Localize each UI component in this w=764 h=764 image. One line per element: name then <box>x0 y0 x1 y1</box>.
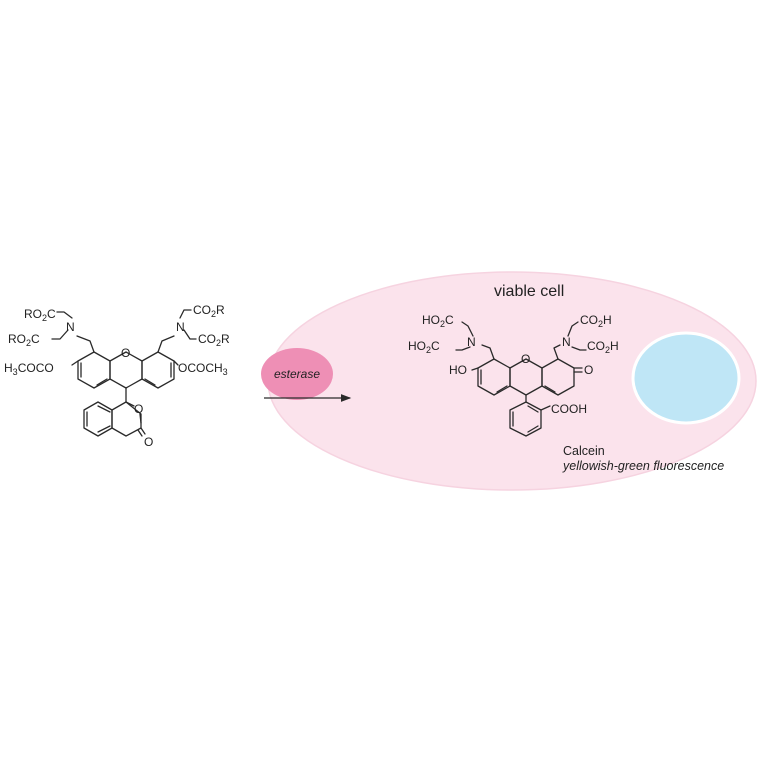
ro2c-upper-group: RO2C <box>24 307 56 323</box>
ro2c-lower-group: RO2C <box>8 332 40 348</box>
co2h-upper-group: CO2H <box>580 313 612 329</box>
product-structure: HO2C HO2C N CO2H CO2H N HO O O COOH <box>408 313 619 437</box>
keto-oxygen: O <box>584 363 593 377</box>
co2h-lower-group: CO2H <box>587 339 619 355</box>
hydroxy-group: HO <box>449 363 467 377</box>
right-nitrogen: N <box>176 320 185 334</box>
product-name: Calcein <box>563 444 605 458</box>
lactone-oxygen: O <box>134 402 143 416</box>
ho2c-lower-group: HO2C <box>408 339 440 355</box>
right-nitrogen: N <box>562 335 571 349</box>
viable-cell-label: viable cell <box>494 283 564 300</box>
ring-oxygen: O <box>121 346 130 360</box>
ococh3-group: OCOCH3 <box>178 361 228 377</box>
reactant-bonds <box>51 309 197 437</box>
left-nitrogen: N <box>66 320 75 334</box>
co2r-lower-group: CO2R <box>198 332 230 348</box>
product-bonds <box>455 321 587 437</box>
esterase-label: esterase <box>274 367 320 381</box>
reactant-structure: RO2C RO2C N CO2R CO2R N H3COCO OCOCH3 O … <box>4 303 230 449</box>
h3coco-group: H3COCO <box>4 361 54 377</box>
cooh-group: COOH <box>551 402 587 416</box>
co2r-upper-group: CO2R <box>193 303 225 319</box>
left-nitrogen: N <box>467 335 476 349</box>
ring-oxygen: O <box>521 352 530 366</box>
carbonyl-oxygen: O <box>144 435 153 449</box>
nucleus-shape <box>631 331 741 425</box>
esterase-enzyme-shape <box>261 348 333 400</box>
ho2c-upper-group: HO2C <box>422 313 454 329</box>
product-property: yellowish-green fluorescence <box>562 459 724 473</box>
